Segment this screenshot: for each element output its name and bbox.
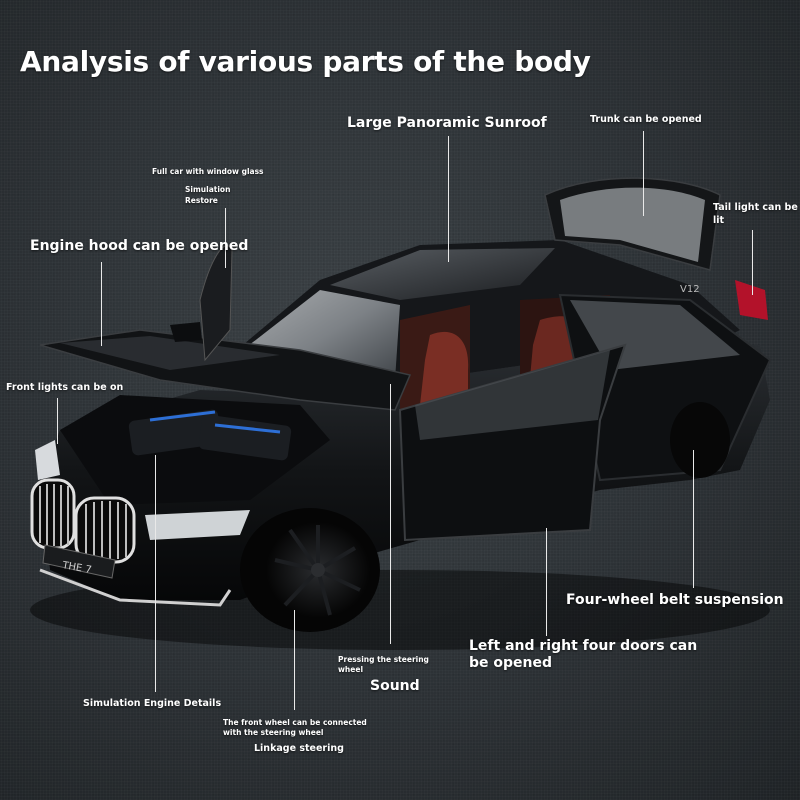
leader-suspension	[693, 450, 694, 588]
plate-text: THE 7	[60, 560, 92, 576]
leader-front-wheel	[294, 610, 295, 710]
label-tail-light-2: lit	[713, 215, 725, 226]
leader-front-lights	[57, 398, 58, 444]
front-door-window	[415, 350, 610, 440]
label-trunk: Trunk can be opened	[590, 114, 702, 125]
label-sound: Sound	[370, 678, 420, 694]
label-simulation-restore-1: Simulation	[185, 185, 231, 194]
label-doors-2: be opened	[469, 655, 553, 671]
label-engine-details: Simulation Engine Details	[83, 698, 222, 709]
label-suspension: Four-wheel belt suspension	[566, 592, 784, 608]
tail-light	[735, 280, 768, 320]
label-pressing-wheel-2: wheel	[338, 665, 364, 674]
leader-sound	[390, 384, 391, 644]
side-mirror	[170, 322, 202, 342]
front-wheel	[240, 508, 380, 632]
front-seat	[420, 331, 469, 405]
page-title: Analysis of various parts of the body	[20, 45, 591, 78]
label-simulation-restore-2: Restore	[185, 196, 218, 205]
label-pressing-wheel-1: Pressing the steering	[338, 655, 429, 664]
label-engine-hood: Engine hood can be opened	[30, 238, 249, 254]
open-driver-door	[199, 245, 233, 362]
license-plate	[42, 544, 116, 579]
label-doors-1: Left and right four doors can	[469, 638, 698, 654]
headlight	[145, 510, 250, 540]
kidney-grille	[30, 478, 136, 564]
hood-front-shine	[60, 336, 280, 370]
rear-wheel	[670, 402, 730, 478]
rear-badge: V12	[680, 284, 700, 295]
leader-engine-hood	[101, 262, 102, 346]
headlight-left	[35, 440, 60, 480]
label-linkage: Linkage steering	[254, 743, 344, 754]
engine-trim	[149, 410, 216, 422]
trunk-inner	[560, 187, 705, 262]
bumper-chrome	[39, 568, 232, 607]
label-front-lights: Front lights can be on	[6, 382, 124, 393]
leader-window-glass	[225, 208, 226, 268]
leader-tail-light	[752, 230, 753, 295]
engine-trim-2	[214, 423, 281, 434]
label-front-wheel-1: The front wheel can be connected	[223, 718, 367, 727]
leader-sunroof	[448, 136, 449, 262]
label-front-wheel-2: with the steering wheel	[223, 728, 324, 737]
label-tail-light-1: Tail light can be	[713, 202, 798, 213]
sunroof-glass	[330, 248, 555, 300]
leader-engine-details	[155, 455, 156, 692]
leader-trunk	[643, 131, 644, 216]
label-sunroof: Large Panoramic Sunroof	[347, 115, 547, 131]
leader-doors	[546, 528, 547, 636]
label-window-glass: Full car with window glass	[152, 167, 264, 176]
